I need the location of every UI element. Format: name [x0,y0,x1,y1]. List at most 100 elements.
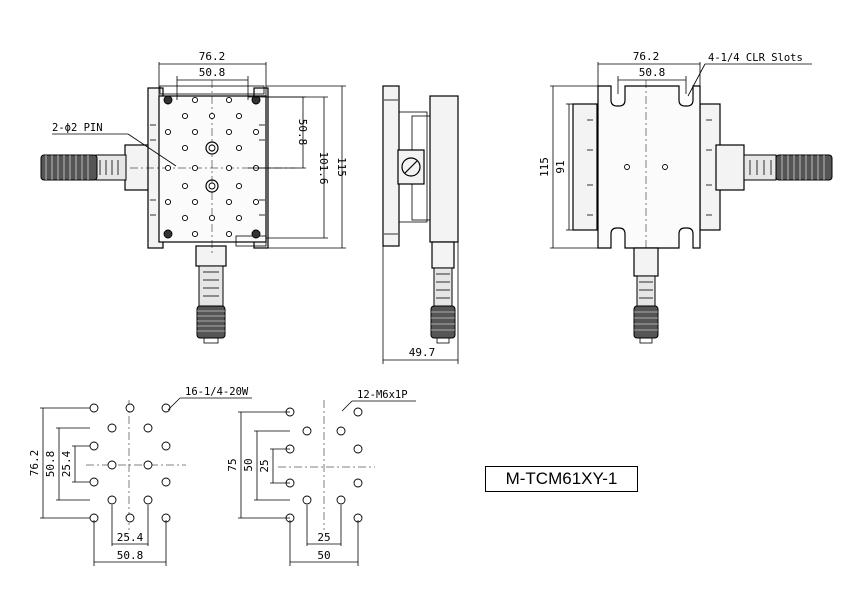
top-view-rail-ticks [150,124,265,216]
pattern-hole [336,426,346,436]
pattern-hole [107,495,117,505]
dim-top-height-inner: 50.8 [296,119,309,146]
dim-imp-v-inner: 25.4 [60,450,73,477]
pattern-hole [89,441,99,451]
mounting-hole [191,96,199,104]
mounting-hole [164,128,172,136]
pattern-hole [161,403,171,413]
callout-metric: 12-M6x1P [357,389,408,401]
dim-right-width-inner: 50.8 [639,66,666,79]
leader [167,397,181,411]
dim-imp-h-inner: 25.4 [117,531,144,544]
pattern-imperial: 76.2 50.8 25.4 25.4 50.8 16-1/4-20W [28,386,252,566]
mounting-hole [208,214,216,222]
mounting-hole [225,230,233,238]
pattern-hole [302,426,312,436]
side-view-front-plate [429,95,459,243]
side-view-micrometer [430,241,456,344]
side-view-back-plate [382,85,400,247]
pattern-hole [89,477,99,487]
dim-met-h-inner: 25 [317,531,330,544]
right-view-hole [624,164,630,170]
side-view: 49.7 [382,85,459,364]
top-view-pin-upper-inner [208,144,216,152]
mounting-hole [191,198,199,206]
mounting-hole [163,229,173,239]
dim-imp-v-mid: 50.8 [44,451,57,478]
mounting-hole [181,214,189,222]
mounting-hole [251,95,261,105]
mounting-hole [235,182,243,190]
pattern-hole [353,444,363,454]
pattern-hole [125,513,135,523]
dim-top-height-mid: 101.6 [317,151,330,184]
mounting-hole [235,112,243,120]
dim-imp-v-outer: 76.2 [28,450,41,477]
top-view-pin-upper [205,141,219,155]
pattern-hole [353,478,363,488]
dim-top-width-inner: 50.8 [199,66,226,79]
mounting-hole [252,128,260,136]
top-view-left-micrometer [40,154,127,181]
callout-pin: 2-ϕ2 PIN [52,122,103,134]
dim-right-width-outer: 76.2 [633,50,660,63]
dim-met-v-outer: 75 [226,458,239,471]
mounting-hole [208,112,216,120]
pattern-hole [161,477,171,487]
top-view-pin-lower [205,179,219,193]
leader [687,63,706,97]
pattern-hole [143,423,153,433]
mounting-hole [225,96,233,104]
callout-imperial: 16-1/4-20W [185,386,249,398]
side-view-lock-screw [401,157,421,177]
pattern-hole [89,403,99,413]
mounting-hole [251,229,261,239]
pattern-hole [107,460,117,470]
dim-met-h-outer: 50 [317,549,330,562]
mounting-hole [191,230,199,238]
right-view: 76.2 50.8 4-1/4 CLR Slots 115 91 [538,50,833,344]
mounting-hole [164,164,172,172]
pattern-hole [161,441,171,451]
right-view-hole [662,164,668,170]
right-view-right-micrometer [743,154,833,181]
model-number-label: M-TCM61XY-1 [485,466,638,492]
mounting-hole [191,164,199,172]
dim-side-height: 49.7 [409,346,436,359]
mounting-hole [235,144,243,152]
top-view-pin-lower-inner [208,182,216,190]
pattern-metric: 75 50 25 25 50 12-M6x1P [226,389,416,566]
pattern-hole [107,423,117,433]
dim-imp-h-outer: 50.8 [117,549,144,562]
dim-top-width-outer: 76.2 [199,50,226,63]
pattern-hole [143,495,153,505]
mounting-hole [225,198,233,206]
top-view-bottom-lip [235,235,267,247]
mounting-hole [181,144,189,152]
mounting-hole [181,182,189,190]
mounting-hole [252,198,260,206]
right-view-bottom-micrometer [633,247,659,344]
mounting-hole [163,95,173,105]
leader [127,133,177,167]
pattern-hole [302,495,312,505]
mounting-hole [225,164,233,172]
dim-met-v-mid: 50 [242,458,255,471]
pattern-hole [125,403,135,413]
mounting-hole [235,214,243,222]
pattern-imperial-holes [89,403,171,523]
top-view: 76.2 50.8 50.8 101.6 115 2-ϕ2 PIN [40,50,348,344]
dim-right-height-outer: 115 [538,157,551,177]
mounting-hole [181,112,189,120]
side-view-lock-slot [404,160,418,174]
leader [341,400,353,412]
top-view-bottom-micrometer [195,245,227,344]
right-view-side-block [715,144,745,191]
right-view-plate [597,85,701,249]
pattern-hole [143,460,153,470]
right-view-left-rail [572,103,598,231]
mounting-hole [164,198,172,206]
dim-right-height-inner: 91 [554,160,567,173]
mounting-hole [225,128,233,136]
